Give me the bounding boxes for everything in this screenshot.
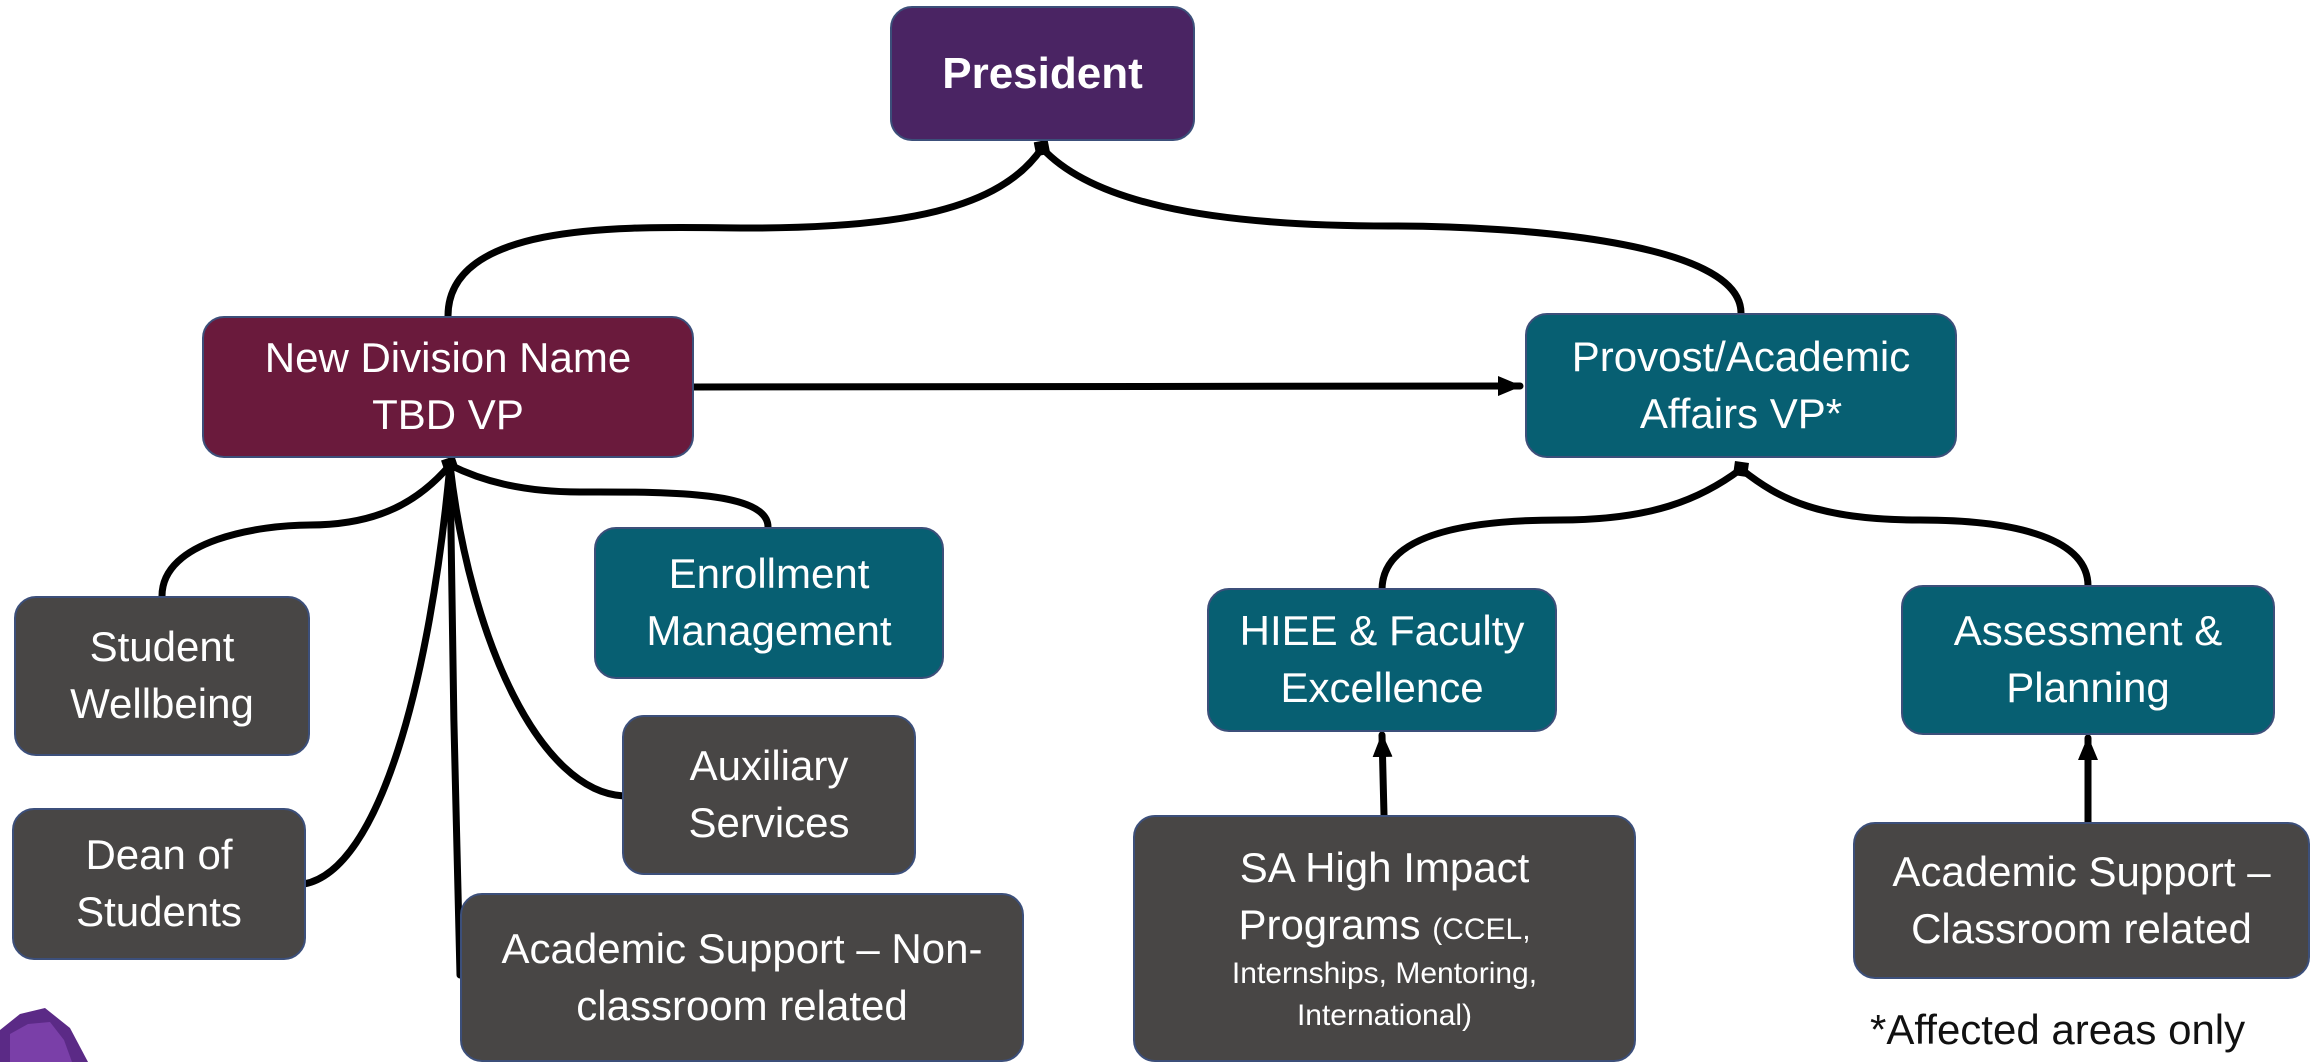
node-academic-support-non-classroom: Academic Support – Non- classroom relate… (460, 893, 1024, 1062)
line-assessment-to-provost (1737, 465, 2092, 590)
acad-non-line1: Academic Support – Non- (501, 924, 983, 972)
line-enrollment-to-newdivision (441, 456, 772, 531)
auxiliary-line2: Services (688, 799, 850, 846)
node-president: President (890, 6, 1195, 141)
president-label: President (942, 48, 1143, 98)
student-wellbeing-line1: Student (89, 623, 235, 671)
sa-hip-detail: (CCEL, (1432, 912, 1531, 946)
acad-class-line2: Classroom related (1911, 904, 2252, 952)
line-newdivision-to-president (444, 139, 1051, 320)
sa-hip-line1: SA High Impact (1239, 843, 1530, 891)
sa-hip-line2: Programs (CCEL, (1238, 897, 1530, 954)
node-provost: Provost/Academic Affairs VP* (1525, 313, 1957, 458)
line-sahip-to-hiee (1372, 731, 1393, 819)
sa-hip-line4: International) (1296, 999, 1473, 1033)
footnote: *Affected areas only (1870, 1006, 2246, 1053)
node-enrollment-management: Enrollment Management (594, 527, 944, 679)
node-assessment-planning: Assessment & Planning (1901, 585, 2275, 735)
enrollment-line2: Management (646, 607, 892, 654)
line-newdivision-to-provost (690, 376, 1524, 397)
sa-hip-line3: Internships, Mentoring, (1231, 957, 1538, 991)
provost-line1: Provost/Academic (1571, 332, 1911, 380)
auxiliary-line1: Auxiliary (689, 742, 849, 790)
node-new-division: New Division Name TBD VP (202, 316, 694, 458)
logo-graphic (0, 1008, 88, 1062)
node-student-wellbeing: Student Wellbeing (14, 596, 310, 756)
provost-line2: Affairs VP* (1639, 389, 1843, 437)
line-acadnon-to-newdivision (446, 461, 464, 979)
dean-line1: Dean of (85, 831, 233, 879)
node-sa-high-impact-programs: SA High Impact Programs (CCEL, Internshi… (1133, 815, 1636, 1062)
student-wellbeing-line2: Wellbeing (70, 680, 254, 727)
new-division-line1: New Division Name (264, 334, 632, 382)
line-wellbeing-to-newdivision (158, 461, 454, 600)
line-hiee-to-provost (1378, 461, 1749, 594)
dean-line2: Students (76, 888, 242, 935)
enrollment-line1: Enrollment (668, 550, 870, 598)
assessment-line1: Assessment & (1953, 607, 2223, 655)
line-provost-to-president (1038, 144, 1745, 317)
node-hiee-faculty-excellence: HIEE & Faculty Excellence (1207, 588, 1557, 732)
acad-non-line2: classroom related (576, 981, 908, 1029)
node-auxiliary-services: Auxiliary Services (622, 715, 916, 875)
acad-class-line1: Academic Support – (1892, 847, 2271, 895)
line-auxiliary-to-newdivision (446, 461, 628, 800)
hiee-line1: HIEE & Faculty (1239, 607, 1525, 655)
node-dean-of-students: Dean of Students (12, 808, 306, 960)
sa-hip-programs: Programs (1238, 900, 1421, 948)
node-academic-support-classroom: Academic Support – Classroom related (1853, 822, 2310, 979)
hiee-line2: Excellence (1280, 664, 1484, 711)
assessment-line2: Planning (2006, 664, 2170, 711)
line-dean-to-newdivision (300, 461, 454, 888)
new-division-line2: TBD VP (372, 391, 524, 438)
